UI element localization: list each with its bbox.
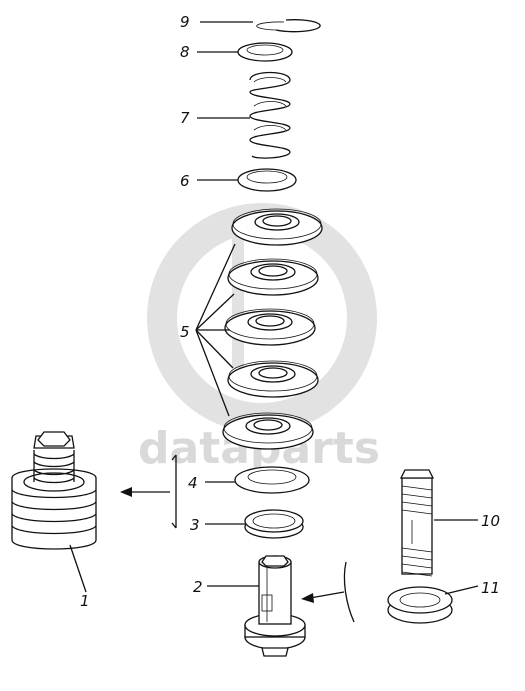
assembly-brackets [120,454,355,623]
part-4-washer [234,466,310,494]
callout-1: 1 [80,592,90,610]
part-5-bearing-disc-5 [222,412,314,450]
callout-4: 4 [188,474,198,492]
callout-2: 2 [193,578,203,596]
part-5-bearing-disc-1 [231,208,323,246]
callout-11: 11 [481,579,500,597]
part-1-assembly [11,431,97,550]
callout-7: 7 [180,109,190,127]
leader-lines [69,21,479,595]
arrow-to-part-2 [301,593,314,603]
part-9-snap-ring [256,19,321,33]
part-2-shaft [244,555,306,657]
part-8-washer [237,42,293,62]
watermark-bar [232,228,244,368]
part-7-coil-spring [249,71,291,159]
part-10-threaded-pin [399,469,435,577]
callout-3: 3 [190,516,200,534]
callout-5: 5 [180,323,190,341]
part-5-bearing-disc-2 [227,258,319,296]
callout-labels: 9 8 7 6 5 4 3 2 1 10 11 [80,13,500,610]
arrow-to-part-1 [120,487,132,497]
part-6-washer [237,168,297,192]
callout-6: 6 [180,172,190,190]
part-5-bearing-disc-3 [224,308,316,346]
callout-10: 10 [481,512,500,530]
callout-9: 9 [180,13,190,31]
callout-8: 8 [180,43,190,61]
part-5-bearing-disc-4 [227,360,319,398]
part-3-ring [244,509,304,539]
part-11-nut [387,586,453,624]
